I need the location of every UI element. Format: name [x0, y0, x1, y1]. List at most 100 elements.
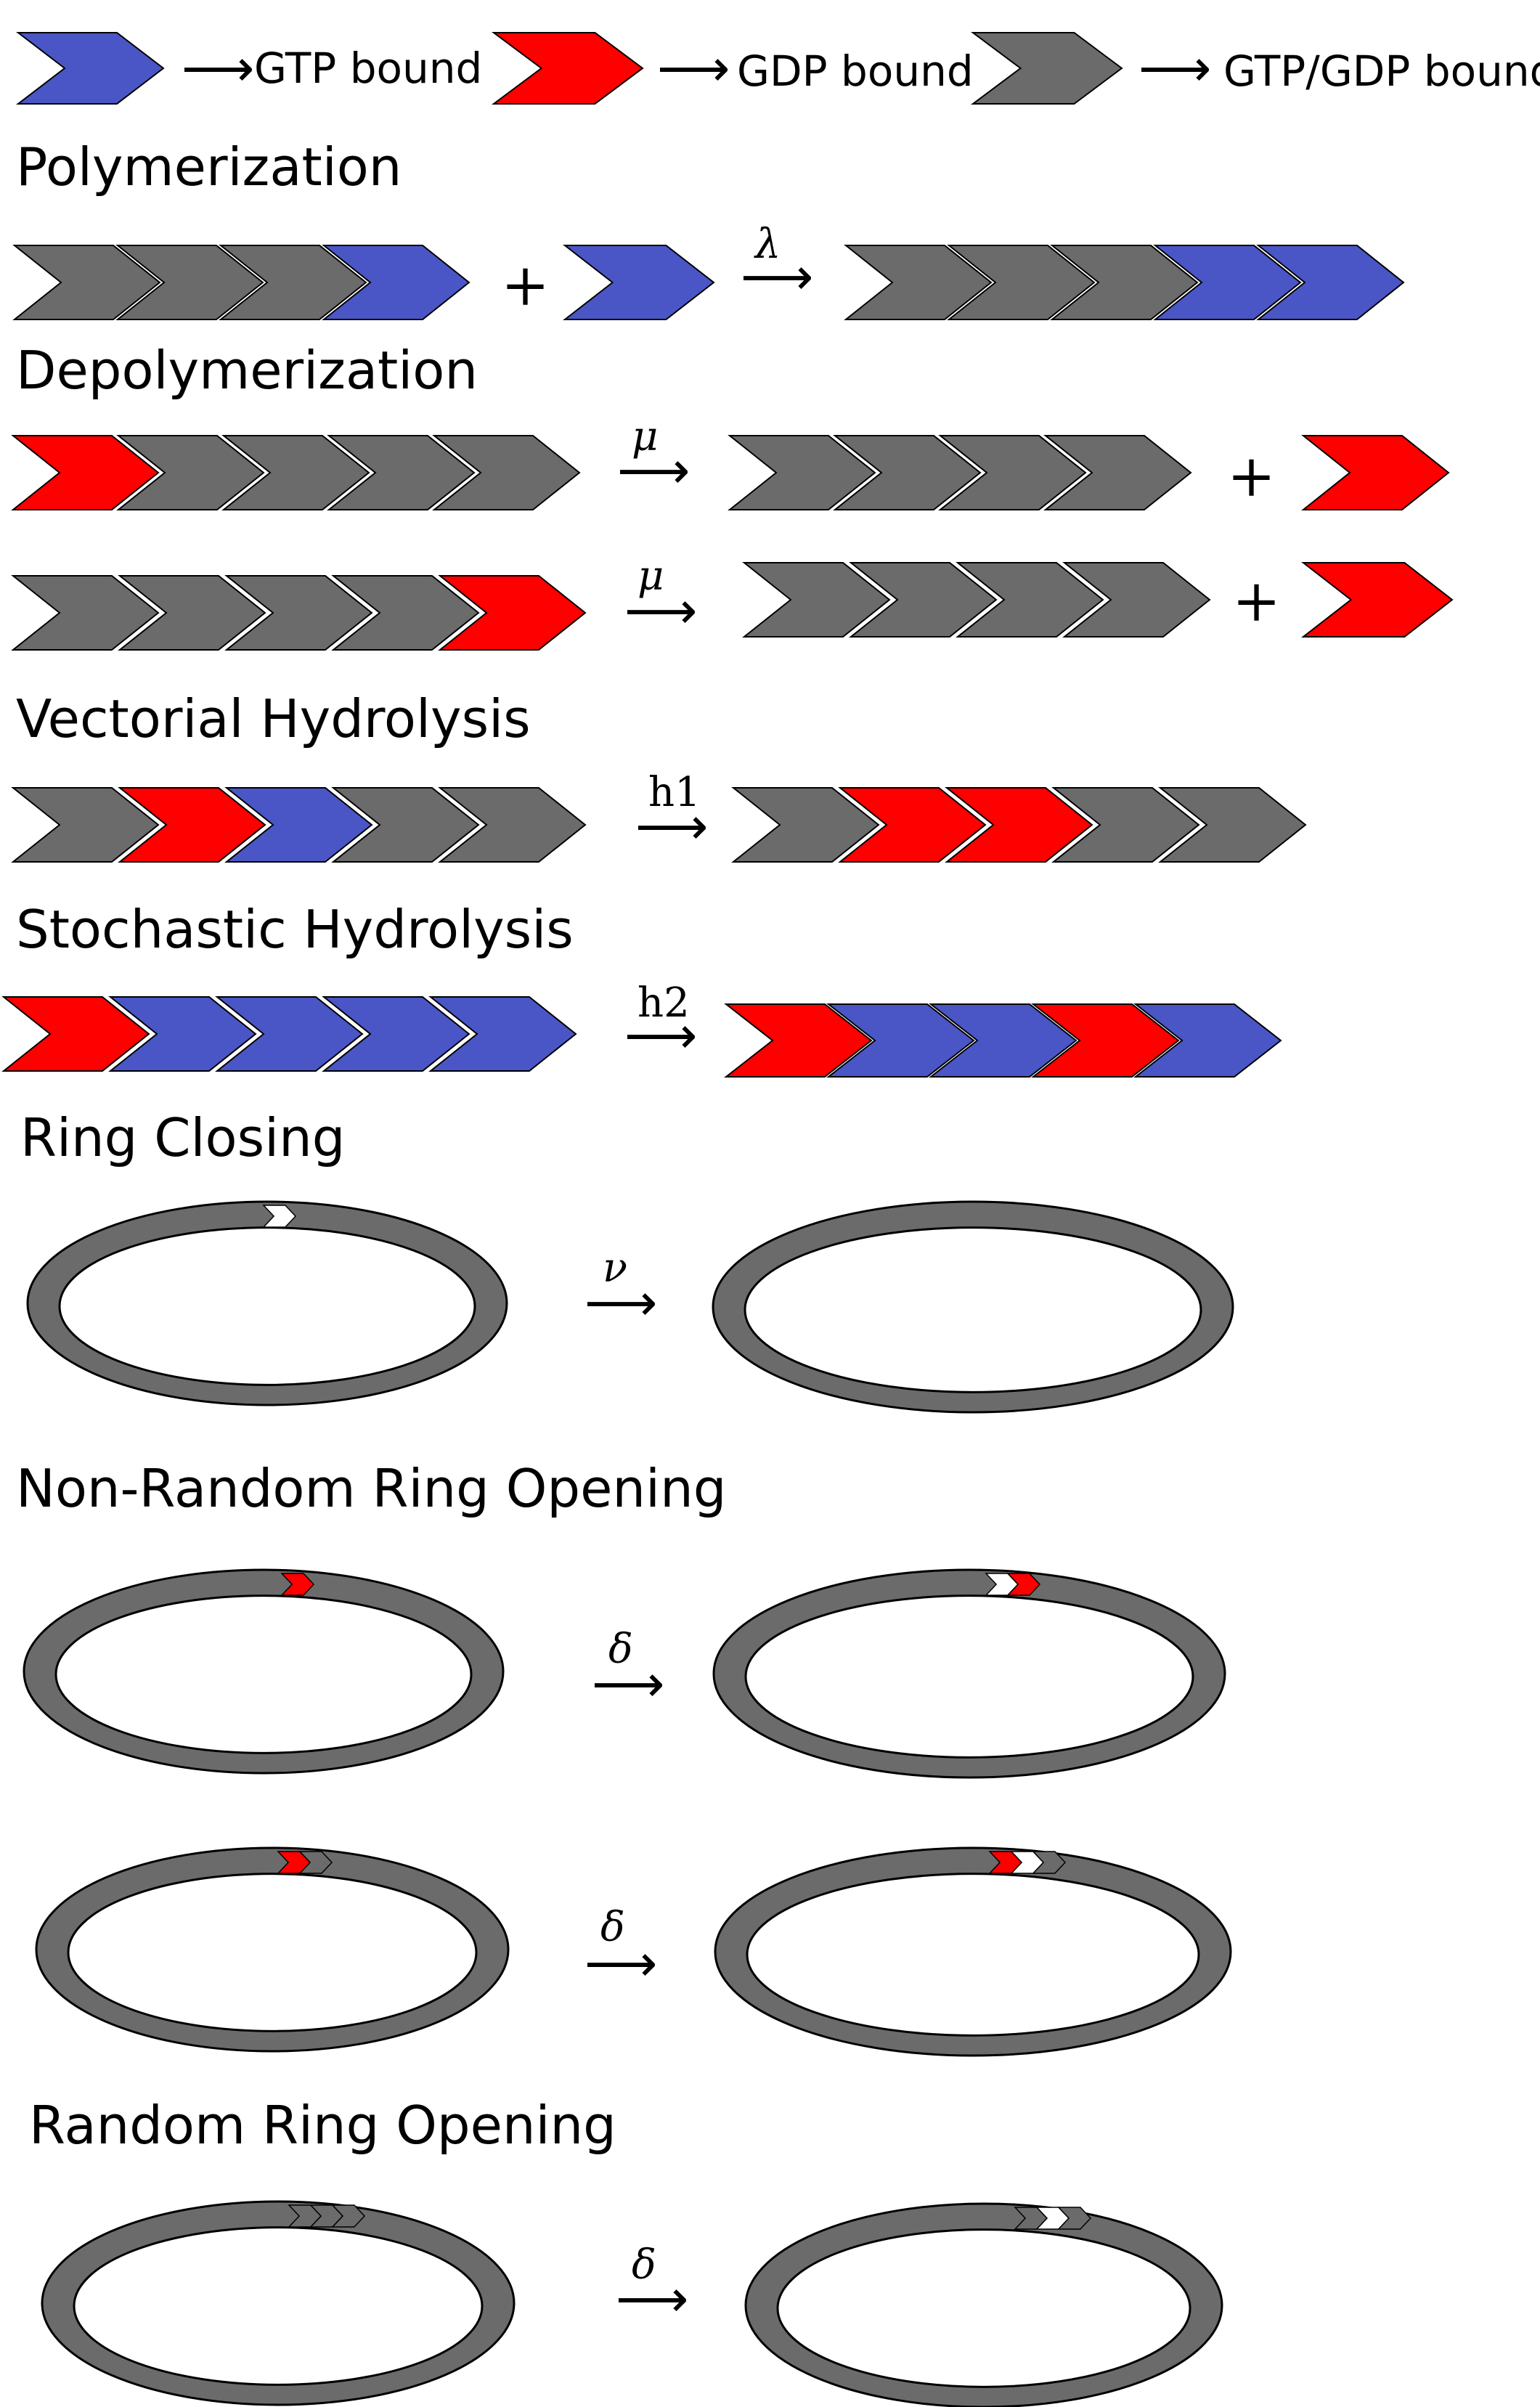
ring-marker-mixed — [331, 2204, 366, 2228]
legend-item-gdp: ⟶ GDP bound — [491, 32, 974, 105]
plus-sign: + — [1232, 567, 1281, 635]
subunit-mixed — [11, 575, 160, 651]
ring-ro-right — [744, 2202, 1223, 2407]
subunit-mixed — [728, 435, 876, 510]
heading-polymerization: Polymerization — [16, 137, 402, 197]
filament-vect-right — [731, 787, 1307, 863]
subunit-mixed — [970, 32, 1123, 105]
subunit-gtp — [322, 996, 470, 1072]
subunit-gtp — [563, 245, 715, 320]
legend-swatch-gtp — [16, 32, 165, 105]
legend-label-gdp: GDP bound — [737, 46, 974, 96]
filament-depoly1-left — [11, 435, 581, 510]
subunit-gdp — [1301, 435, 1450, 510]
ring-marker-white — [262, 1205, 297, 1228]
legend-arrow: ⟶ — [182, 38, 254, 98]
subunit-mixed — [1050, 245, 1199, 320]
ring-marker-mixed — [298, 1851, 333, 1874]
subunit-gtp — [1256, 245, 1405, 320]
filament-depoly2-left — [11, 575, 587, 651]
subunit-mixed — [12, 245, 161, 320]
subunit-mixed — [947, 245, 1096, 320]
reaction-arrow: ⟶ — [624, 581, 697, 640]
subunit-mixed — [115, 245, 264, 320]
subunit-mixed — [731, 787, 880, 863]
subunit-gdp — [1, 996, 150, 1072]
ring-marker-mixed — [1032, 1851, 1067, 1874]
filament-stoch-left — [1, 996, 577, 1072]
subunit-mixed — [221, 435, 370, 510]
ring-hole — [67, 1873, 478, 2032]
subunit-mixed — [331, 575, 480, 651]
subunit-gtp — [322, 245, 470, 320]
subunit-gdp — [1031, 1003, 1180, 1078]
subunit-gtp — [224, 787, 373, 863]
ring-hole — [743, 1226, 1202, 1393]
subunit-gdp — [1301, 562, 1454, 638]
subunit-gdp — [724, 1003, 873, 1078]
subunit-gdp — [945, 787, 1093, 863]
subunit-mixed — [224, 575, 373, 651]
subunit-mixed — [438, 787, 587, 863]
rate-mu: μ — [632, 413, 658, 460]
subunit-gtp — [108, 996, 257, 1072]
rate-delta: δ — [600, 1904, 625, 1951]
filament-stoch-right — [724, 1003, 1282, 1078]
subunit-mixed — [956, 562, 1104, 638]
filament-depoly2-right — [742, 562, 1211, 638]
ring-marker-gdp — [1006, 1573, 1041, 1596]
ring-closing-left — [26, 1200, 508, 1406]
filament-depoly1-right — [728, 435, 1192, 510]
ring-hole — [73, 2226, 484, 2386]
plus-sign: + — [1227, 442, 1276, 510]
subunit-gtp — [428, 996, 577, 1072]
subunit-gtp — [1153, 245, 1302, 320]
reaction-arrow: ⟶ — [584, 1273, 657, 1332]
subunit-mixed — [938, 435, 1087, 510]
subunit-mixed — [116, 435, 265, 510]
subunit-gtp — [215, 996, 364, 1072]
rate-delta: δ — [632, 2241, 656, 2289]
rate-h2: h2 — [637, 980, 690, 1027]
legend-arrow: ⟶ — [657, 38, 730, 98]
subunit-mixed — [219, 245, 367, 320]
subunit-gdp — [118, 787, 266, 863]
rate-delta: δ — [608, 1626, 633, 1673]
rate-nu: ν — [603, 1245, 627, 1292]
subunit-mixed — [1051, 787, 1200, 863]
ring-nro1-left — [23, 1568, 505, 1775]
legend-item-mixed: ⟶ GTP/GDP bound — [970, 32, 1540, 105]
monomer-depoly2 — [1301, 562, 1454, 638]
filament-poly-right — [844, 245, 1405, 320]
filament-poly-left — [12, 245, 470, 320]
rate-mu: μ — [637, 553, 664, 600]
subunit-gdp — [838, 787, 987, 863]
reaction-arrow: ⟶ — [584, 1934, 657, 1993]
plus-sign: + — [501, 251, 550, 319]
subunit-mixed — [1158, 787, 1307, 863]
monomer-poly — [563, 245, 715, 320]
monomer-depoly1 — [1301, 435, 1450, 510]
heading-depolymerization: Depolymerization — [16, 340, 478, 401]
subunit-mixed — [1043, 435, 1192, 510]
ring-closing-right — [712, 1200, 1234, 1414]
legend-label-gtp: GTP bound — [254, 44, 482, 93]
reaction-arrow: ⟶ — [592, 1654, 664, 1714]
legend-label-mixed: GTP/GDP bound — [1223, 46, 1540, 96]
subunit-mixed — [11, 787, 160, 863]
subunit-gdp — [11, 435, 160, 510]
ring-hole — [744, 1595, 1194, 1759]
subunit-mixed — [432, 435, 581, 510]
rate-h1: h1 — [648, 769, 701, 816]
subunit-mixed — [1062, 562, 1211, 638]
ring-nro2-right — [714, 1846, 1232, 2057]
ring-hole — [746, 1873, 1200, 2037]
subunit-gtp — [16, 32, 165, 105]
ring-ro-left — [41, 2200, 516, 2406]
ring-hole — [776, 2228, 1191, 2388]
reaction-arrow: ⟶ — [635, 797, 708, 856]
subunit-mixed — [833, 435, 982, 510]
subunit-mixed — [118, 575, 266, 651]
rate-lambda: λ — [754, 221, 781, 268]
